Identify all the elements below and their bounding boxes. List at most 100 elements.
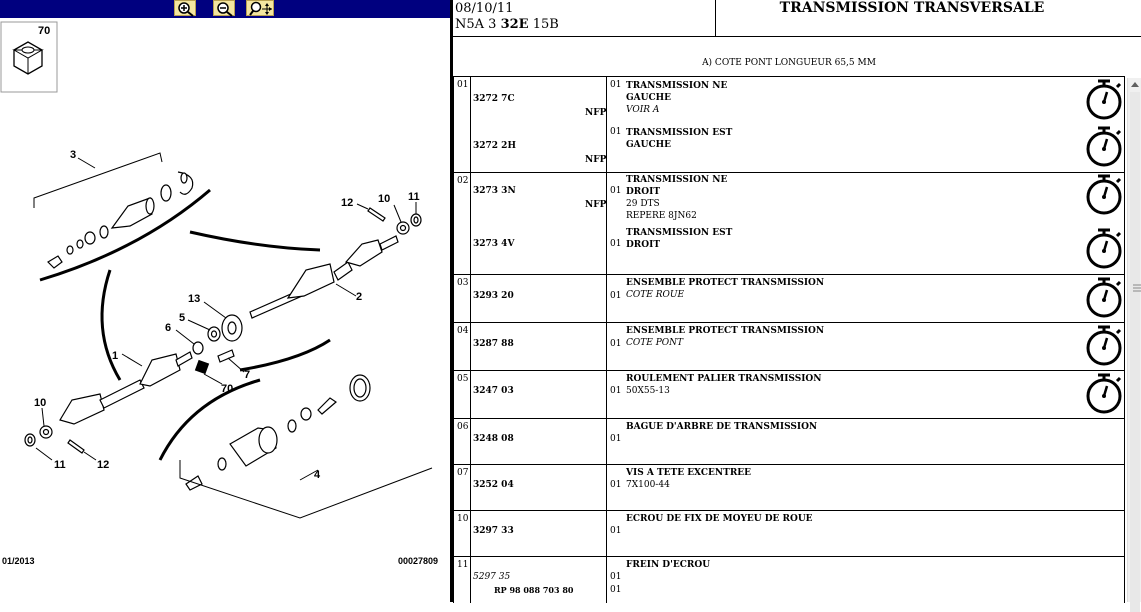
callout-12-bottom: 12: [97, 459, 109, 471]
part-reference[interactable]: 3252 04: [473, 480, 514, 490]
nfp-flag: NFP: [585, 155, 607, 165]
quantity: 01: [610, 291, 622, 301]
zoom-out-icon: [217, 2, 233, 17]
callout-13: 13: [188, 293, 200, 305]
zoom-toolbar: [0, 0, 450, 18]
desc-line: GAUCHE: [626, 93, 672, 103]
zoom-pan-button[interactable]: [246, 0, 274, 16]
table-row[interactable]: 11 5297 35 RP 98 088 703 80 01 01 FREIN …: [453, 557, 1125, 603]
zoom-out-button[interactable]: [213, 0, 235, 17]
part-description: ROULEMENT PALIER TRANSMISSION 50X55-13: [626, 373, 821, 397]
table-row[interactable]: 10 3297 33 01 ECROU DE FIX DE MOYEU DE R…: [453, 511, 1125, 557]
diagram-date: 01/2013: [2, 556, 35, 566]
header-code-suffix: 15B: [528, 17, 559, 32]
table-row[interactable]: 06 3248 08 01 BAGUE D'ARBRE DE TRANSMISS…: [453, 419, 1125, 465]
table-row[interactable]: 01 3272 7C NFP 01 TRANSMISSION NE GAUCHE…: [453, 77, 1125, 173]
table-note: A) COTE PONT LONGUEUR 65,5 MM: [702, 58, 876, 68]
callout-10-top: 10: [378, 193, 390, 205]
desc-line: FREIN D'ECROU: [626, 560, 711, 570]
part-reference[interactable]: 3297 33: [473, 526, 514, 536]
table-row[interactable]: 04 3287 88 01 ENSEMBLE PROTECT TRANSMISS…: [453, 323, 1125, 371]
quantity: 01: [610, 572, 622, 582]
callout-7: 7: [244, 369, 250, 381]
diagram-panel: 70 3: [0, 0, 450, 602]
scroll-up-arrow-icon[interactable]: [1128, 78, 1141, 92]
scroll-grip-icon: [1133, 284, 1141, 292]
part-reference-alt[interactable]: RP 98 088 703 80: [494, 585, 574, 595]
quantity: 01: [610, 480, 622, 490]
table-row[interactable]: 05 3247 03 01 ROULEMENT PALIER TRANSMISS…: [453, 371, 1125, 419]
stopwatch-icon[interactable]: [1084, 276, 1124, 320]
panel-divider[interactable]: [450, 0, 453, 602]
part-70-inset: 70: [0, 21, 58, 93]
part-description: ECROU DE FIX DE MOYEU DE ROUE: [626, 513, 813, 525]
callout-10-bottom: 10: [34, 397, 46, 409]
desc-line: ECROU DE FIX DE MOYEU DE ROUE: [626, 514, 813, 524]
callout-6: 6: [165, 322, 171, 334]
stopwatch-icon[interactable]: [1084, 173, 1124, 217]
desc-line: ENSEMBLE PROTECT TRANSMISSION: [626, 278, 825, 288]
table-row[interactable]: 07 3252 04 01 VIS A TETE EXCENTREE 7X100…: [453, 465, 1125, 511]
desc-line: TRANSMISSION NE: [626, 81, 728, 91]
part-reference[interactable]: 3293 20: [473, 291, 514, 301]
scroll-thumb[interactable]: [1130, 92, 1141, 612]
desc-line: VIS A TETE EXCENTREE: [626, 468, 752, 478]
quantity: 01: [610, 339, 622, 349]
header-code: N5A 3 32E 15B: [455, 17, 559, 32]
row-position: 06: [457, 422, 469, 432]
zoom-pan-icon: [249, 1, 272, 16]
quantity: 01: [610, 526, 622, 536]
desc-line: TRANSMISSION NE: [626, 175, 728, 185]
desc-line: DROIT: [626, 240, 661, 250]
stopwatch-icon[interactable]: [1084, 372, 1124, 416]
callout-4: 4: [314, 469, 321, 481]
part-reference[interactable]: 3287 88: [473, 339, 514, 349]
desc-note: VOIR A: [626, 105, 660, 115]
desc-note: COTE ROUE: [626, 290, 685, 300]
row-position: 01: [457, 80, 469, 90]
part-description: ENSEMBLE PROTECT TRANSMISSION COTE ROUE: [626, 277, 824, 301]
vertical-scrollbar[interactable]: [1127, 78, 1141, 612]
callout-5: 5: [179, 312, 185, 324]
row-position: 02: [457, 176, 469, 186]
table-row[interactable]: 03 3293 20 01 ENSEMBLE PROTECT TRANSMISS…: [453, 275, 1125, 323]
part-description: TRANSMISSION EST GAUCHE: [626, 127, 732, 151]
zoom-in-icon: [178, 2, 194, 17]
part-reference[interactable]: 3273 4V: [473, 239, 515, 249]
desc-line: ENSEMBLE PROTECT TRANSMISSION: [626, 326, 825, 336]
desc-line: TRANSMISSION EST: [626, 128, 733, 138]
part-reference[interactable]: 3247 03: [473, 386, 514, 396]
stopwatch-icon[interactable]: [1084, 227, 1124, 271]
part-description: ENSEMBLE PROTECT TRANSMISSION COTE PONT: [626, 325, 824, 349]
part-reference[interactable]: 3248 08: [473, 434, 514, 444]
zoom-in-button[interactable]: [174, 0, 196, 17]
stopwatch-icon[interactable]: [1084, 78, 1124, 122]
table-row[interactable]: 02 3273 3N NFP 01 TRANSMISSION NE DROIT …: [453, 173, 1125, 275]
row-position: 04: [457, 326, 469, 336]
callout-3: 3: [70, 149, 76, 161]
part-reference[interactable]: 3273 3N: [473, 186, 516, 196]
exploded-parts-diagram: 70 3: [0, 21, 433, 519]
part-description: BAGUE D'ARBRE DE TRANSMISSION: [626, 421, 817, 433]
part-reference[interactable]: 5297 35: [473, 572, 511, 582]
stopwatch-icon[interactable]: [1084, 125, 1124, 169]
row-position: 11: [457, 560, 469, 570]
part-reference[interactable]: 3272 7C: [473, 94, 515, 104]
desc-note: COTE PONT: [626, 338, 684, 348]
callout-1: 1: [112, 350, 118, 362]
desc-line: BAGUE D'ARBRE DE TRANSMISSION: [626, 422, 818, 432]
row-position: 03: [457, 278, 469, 288]
quantity: 01: [610, 386, 622, 396]
desc-note: 29 DTS: [626, 199, 660, 209]
quantity: 01: [610, 186, 622, 196]
nfp-flag: NFP: [585, 108, 607, 118]
part-reference[interactable]: 3272 2H: [473, 141, 516, 151]
page-title: TRANSMISSION TRANSVERSALE: [779, 0, 1045, 16]
desc-line: GAUCHE: [626, 140, 672, 150]
header-code-prefix: N5A 3: [455, 17, 501, 32]
stopwatch-icon[interactable]: [1084, 324, 1124, 368]
desc-line: ROULEMENT PALIER TRANSMISSION: [626, 374, 822, 384]
callout-70: 70: [221, 383, 233, 395]
desc-note: 7X100-44: [626, 480, 670, 490]
callout-11-top: 11: [408, 191, 420, 203]
